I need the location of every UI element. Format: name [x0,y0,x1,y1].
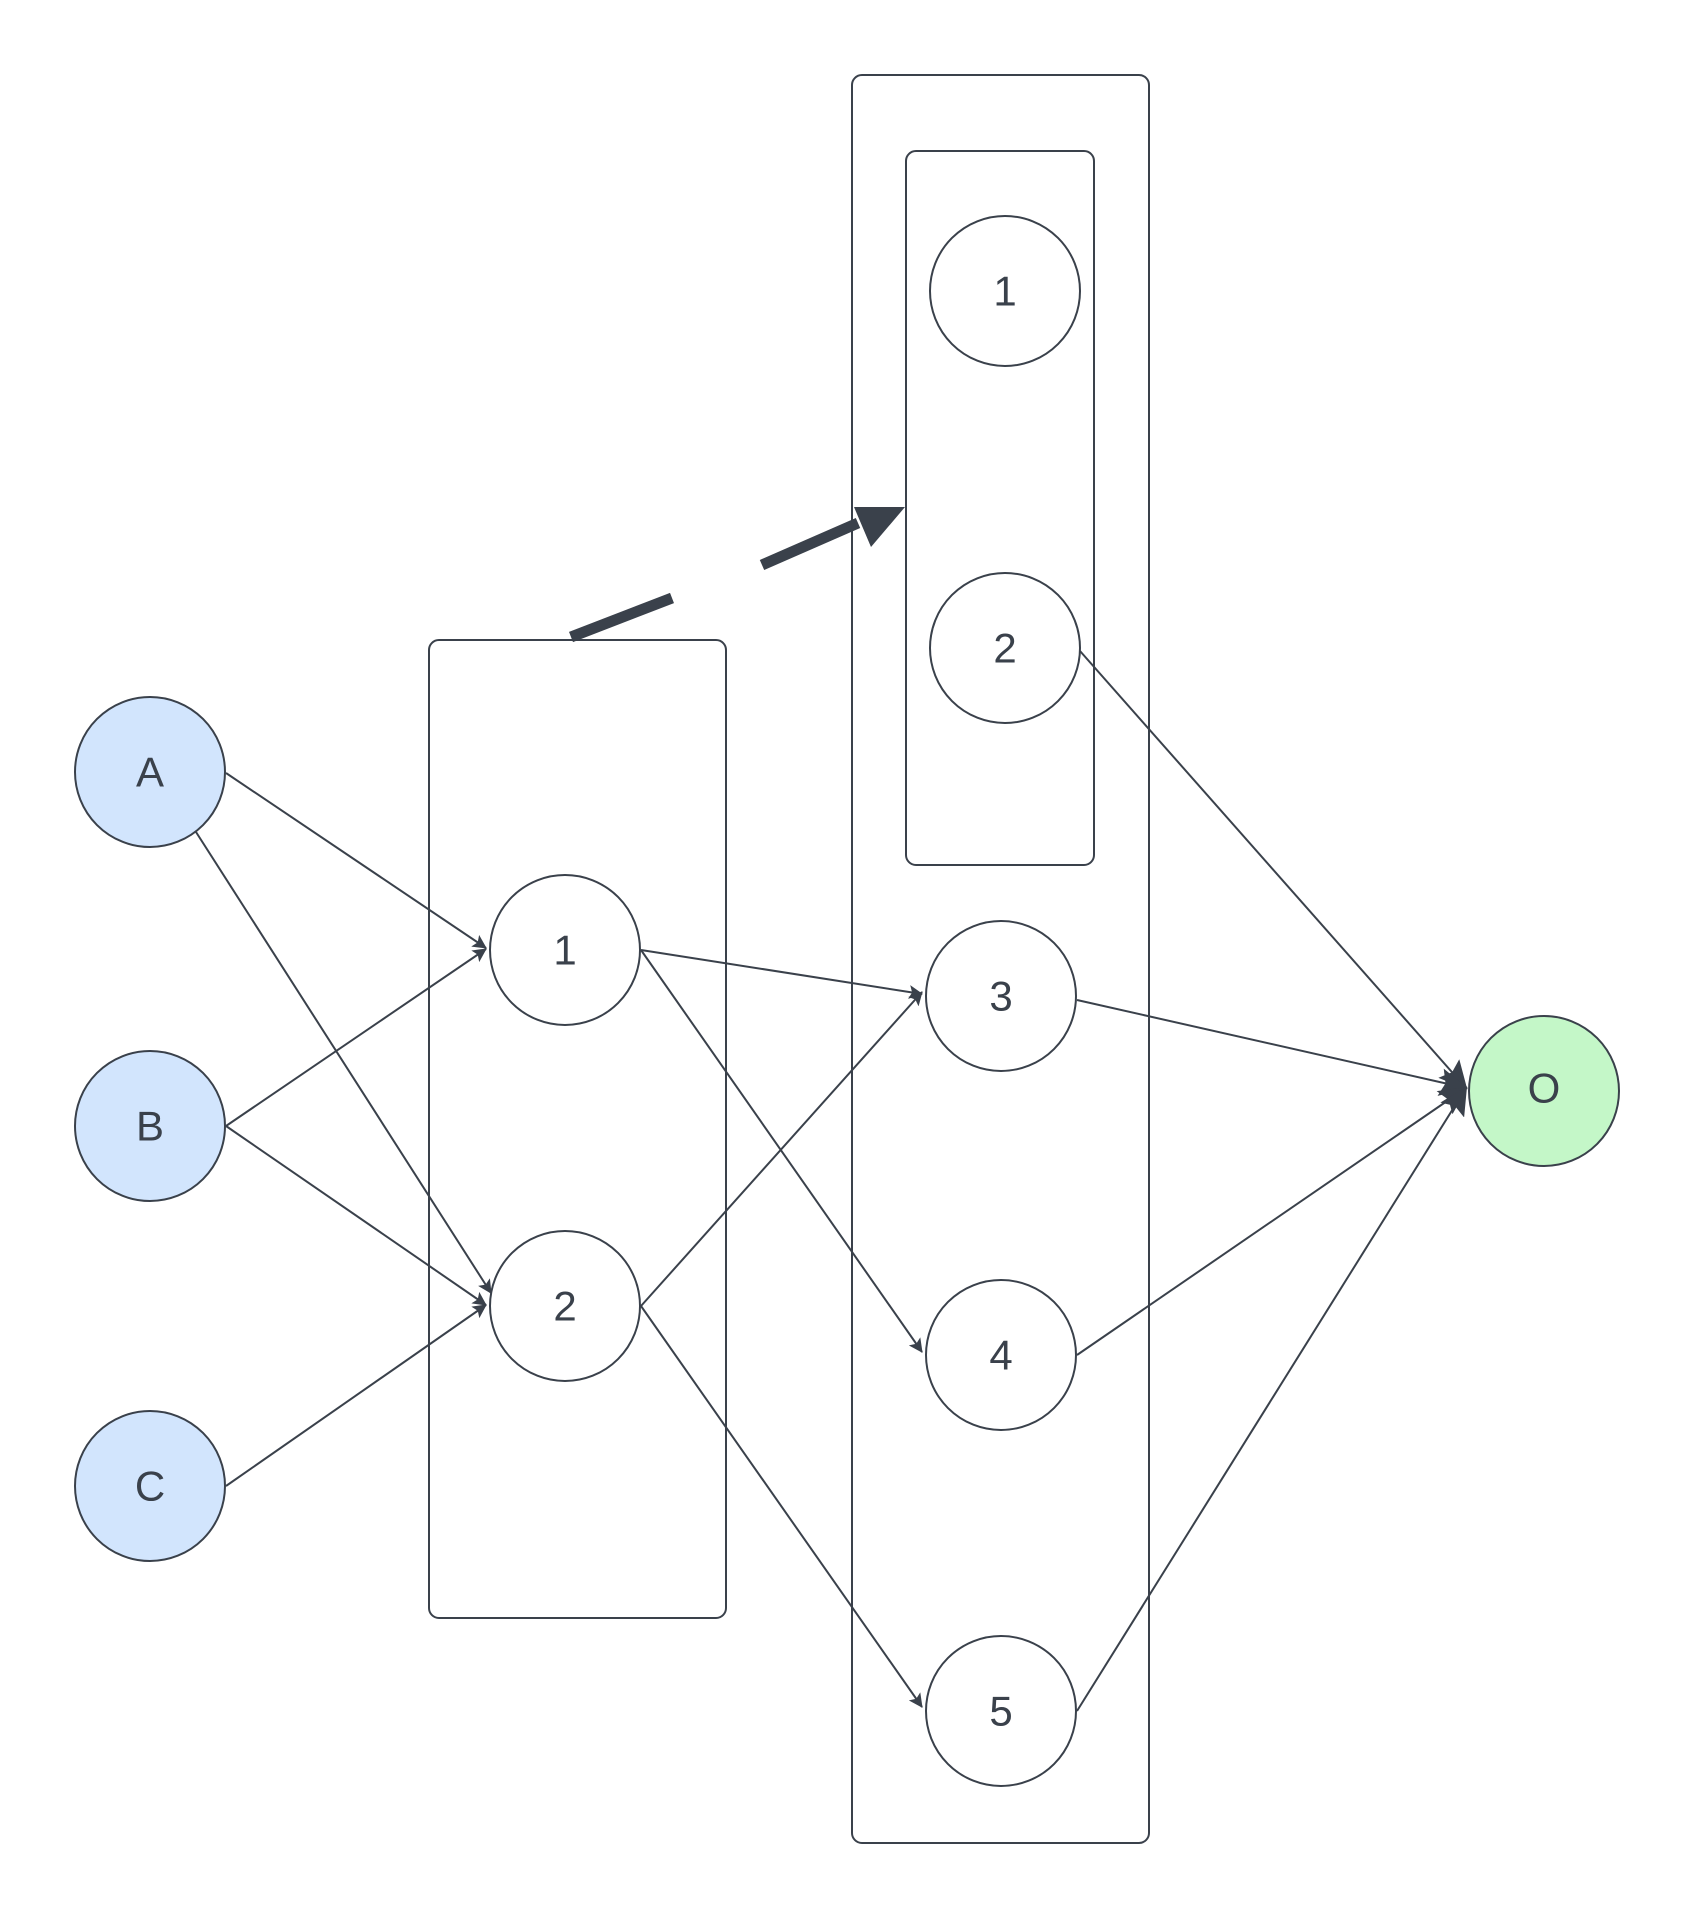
hidden2-node-5-label: 5 [989,1688,1012,1735]
hidden2-node-4: 4 [925,1279,1077,1431]
input-node-a-circle [74,696,226,848]
hidden1-node-2: 2 [489,1230,641,1382]
edge-h2-5-o [1076,1086,1468,1712]
input-node-b-label: B [136,1103,164,1150]
hidden2-node-3-circle [925,920,1077,1072]
edge-h2-3-o [1076,999,1468,1096]
hidden2-node-3-label: 3 [989,973,1012,1020]
edges [195,650,1468,1712]
hidden1-node-1-circle [489,874,641,1026]
expand-arrow-icon [569,507,905,643]
hidden-layer-2-box [851,74,1150,1844]
hidden2-node-5: 5 [925,1635,1077,1787]
edge-c-h1-2 [225,1304,487,1487]
edge-h1-2-h2-5 [640,1305,923,1708]
edge-b-h1-1 [225,948,487,1127]
edge-a-h1-2 [195,831,492,1294]
hidden1-node-2-label: 2 [553,1283,576,1330]
hidden-layer-1-box [428,639,727,1619]
hidden1-node-2-circle [489,1230,641,1382]
edge-h2-2-o [1079,650,1468,1090]
hidden2-node-2: 2 [929,572,1081,724]
hidden-layer-2-inner-box [905,150,1095,866]
input-node-b: B [74,1050,226,1202]
hidden2-node-2-label: 2 [993,625,1016,672]
input-node-b-circle [74,1050,226,1202]
input-node-c: C [74,1410,226,1562]
edge-h2-4-o [1076,1086,1468,1356]
edge-h1-1-h2-4 [640,949,923,1353]
input-node-c-label: C [135,1463,165,1510]
hidden2-node-2-circle [929,572,1081,724]
edge-h1-1-h2-3 [640,949,923,999]
hidden2-node-1: 1 [929,215,1081,367]
hidden1-node-1-label: 1 [553,927,576,974]
hidden2-node-1-circle [929,215,1081,367]
hidden2-node-5-circle [925,1635,1077,1787]
input-node-c-circle [74,1410,226,1562]
edge-a-h1-1 [225,772,487,949]
edge-b-h1-2 [225,1125,487,1306]
output-node-o: O [1468,1015,1620,1167]
input-node-a: A [74,696,226,848]
output-node-o-circle [1468,1015,1620,1167]
hidden1-node-1: 1 [489,874,641,1026]
hidden2-node-4-circle [925,1279,1077,1431]
hidden2-node-4-label: 4 [989,1332,1012,1379]
hidden2-node-1-label: 1 [993,268,1016,315]
input-node-a-label: A [136,749,164,796]
edge-h1-2-h2-3 [640,991,923,1307]
hidden2-node-3: 3 [925,920,1077,1072]
output-node-o-label: O [1528,1065,1561,1112]
